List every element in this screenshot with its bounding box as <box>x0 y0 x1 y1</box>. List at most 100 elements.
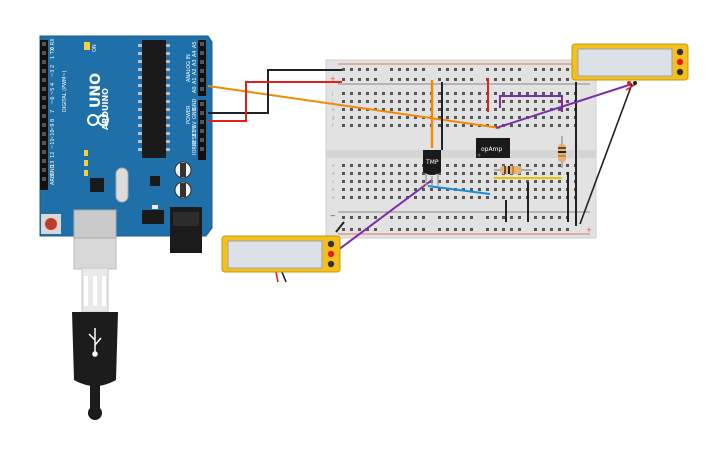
wire-purple-meter1[interactable] <box>495 83 633 129</box>
usb-socket <box>73 209 117 239</box>
wire-black-6[interactable] <box>335 221 345 233</box>
digital-pin-label: AREF <box>50 172 56 185</box>
digital-pin-label: ~5 <box>50 88 56 95</box>
breadboard-row-letter: b <box>332 187 335 192</box>
digital-pin-hole[interactable] <box>42 69 46 73</box>
digital-pin-label: 0 RX <box>50 38 56 50</box>
wire-black-gnd[interactable] <box>208 69 342 114</box>
multimeter-2-display <box>227 240 323 269</box>
analog-pin-hole[interactable] <box>200 60 204 64</box>
breadboard-row-letter: c <box>332 179 334 184</box>
power-pin-hole[interactable] <box>200 147 204 151</box>
usb-icon <box>88 328 102 357</box>
wire-blue[interactable] <box>427 185 491 195</box>
power-header-label: POWER <box>186 105 192 124</box>
tmp-label: TMP <box>425 159 439 166</box>
breadboard-row-letter: h <box>332 107 335 112</box>
digital-pin-label: 4 <box>50 83 56 86</box>
multimeter-1-terminal-v[interactable] <box>676 58 684 66</box>
analog-pin-hole[interactable] <box>200 87 204 91</box>
analog-header-label: ANALOG IN <box>186 54 192 82</box>
wire-purple-meter2[interactable] <box>329 179 433 257</box>
digital-pin-hole[interactable] <box>42 78 46 82</box>
multimeter-2-terminal-v[interactable] <box>327 250 335 258</box>
analog-pin-hole[interactable] <box>200 42 204 46</box>
power-pin-label: GND <box>192 107 198 119</box>
analog-pin-label: A5 <box>192 41 198 48</box>
digital-pin-hole[interactable] <box>42 177 46 181</box>
multimeter-1-terminal-a[interactable] <box>676 48 684 56</box>
digital-pin-hole[interactable] <box>42 96 46 100</box>
opamp-label: opAmp <box>481 146 502 153</box>
digital-pin-label: 2 <box>50 65 56 68</box>
digital-pin-hole[interactable] <box>42 168 46 172</box>
breadboard-row-letter: g <box>332 115 335 120</box>
breadboard-row-letter: e <box>332 163 335 168</box>
small-chip <box>90 178 104 192</box>
breadboard-row-letter: f <box>332 123 334 128</box>
digital-pin-label: ~3 <box>50 70 56 77</box>
breadboard-row-letter: j <box>331 91 333 96</box>
digital-pin-label: ~9 <box>50 124 56 131</box>
regulator <box>142 210 164 224</box>
digital-pin-label: 7 <box>50 110 56 113</box>
breadboard-row-letter: d <box>332 171 335 176</box>
analog-pin-hole[interactable] <box>200 78 204 82</box>
digital-pin-hole[interactable] <box>42 60 46 64</box>
power-pin-hole[interactable] <box>200 138 204 142</box>
board-brand: ARDUINO <box>101 88 110 130</box>
resistor-horizontal[interactable] <box>494 166 532 174</box>
power-pin-label: 3.3V <box>192 125 198 137</box>
multimeter-2[interactable] <box>221 235 341 273</box>
digital-pin-label: 12 <box>50 152 56 158</box>
digital-pin-label: ~6 <box>50 97 56 104</box>
opamp-chip[interactable]: opAmp <box>476 138 510 158</box>
digital-pin-hole[interactable] <box>42 87 46 91</box>
analog-pin-label: A1 <box>192 77 198 84</box>
rail-plus-bottom: + <box>586 226 592 234</box>
digital-pin-hole[interactable] <box>42 42 46 46</box>
analog-pin-label: A2 <box>192 68 198 75</box>
power-pin-hole[interactable] <box>200 111 204 115</box>
analog-pin-hole[interactable] <box>200 51 204 55</box>
digital-pin-hole[interactable] <box>42 150 46 154</box>
digital-pin-hole[interactable] <box>42 114 46 118</box>
digital-header-label: DIGITAL (PWM~) <box>62 70 68 112</box>
analog-pin-hole[interactable] <box>200 69 204 73</box>
digital-pin-hole[interactable] <box>42 123 46 127</box>
digital-pin-hole[interactable] <box>42 105 46 109</box>
digital-pin-label: ~11 <box>50 138 56 149</box>
analog-pin-label: A4 <box>192 50 198 57</box>
atmega-chip <box>142 40 166 158</box>
rail-plus-top: + <box>330 75 336 83</box>
analog-pin-label: A0 <box>192 86 198 93</box>
wire-red-5v[interactable] <box>208 81 342 122</box>
digital-pin-hole[interactable] <box>42 132 46 136</box>
power-pin-label: RESET <box>192 129 198 146</box>
breadboard-row-letter: i <box>332 99 333 104</box>
power-pin-hole[interactable] <box>200 120 204 124</box>
on-led-label: ON <box>92 44 98 52</box>
multimeter-2-terminal-a[interactable] <box>327 240 335 248</box>
digital-pin-hole[interactable] <box>42 159 46 163</box>
wire-purple-feedback[interactable] <box>499 95 563 112</box>
digital-pin-hole[interactable] <box>42 141 46 145</box>
breadboard-row-letter: a <box>332 195 335 200</box>
resistor-vertical[interactable] <box>558 136 566 168</box>
multimeter-2-terminal-com[interactable] <box>327 260 335 268</box>
digital-pin-hole[interactable] <box>42 51 46 55</box>
digital-pin-label: 8 <box>50 119 56 122</box>
board-model: UNO <box>88 73 104 108</box>
analog-header <box>198 40 206 96</box>
multimeter-1[interactable] <box>571 43 689 85</box>
temperature-sensor[interactable]: TMP <box>423 150 441 186</box>
multimeter-1-terminal-com[interactable] <box>676 68 684 76</box>
power-pin-hole[interactable] <box>200 129 204 133</box>
reset-button[interactable] <box>41 214 61 234</box>
usb-cable <box>72 212 118 420</box>
power-pin-hole[interactable] <box>200 102 204 106</box>
wire-orange-a0[interactable] <box>207 85 501 129</box>
rail-minus-bottom: − <box>330 212 336 220</box>
